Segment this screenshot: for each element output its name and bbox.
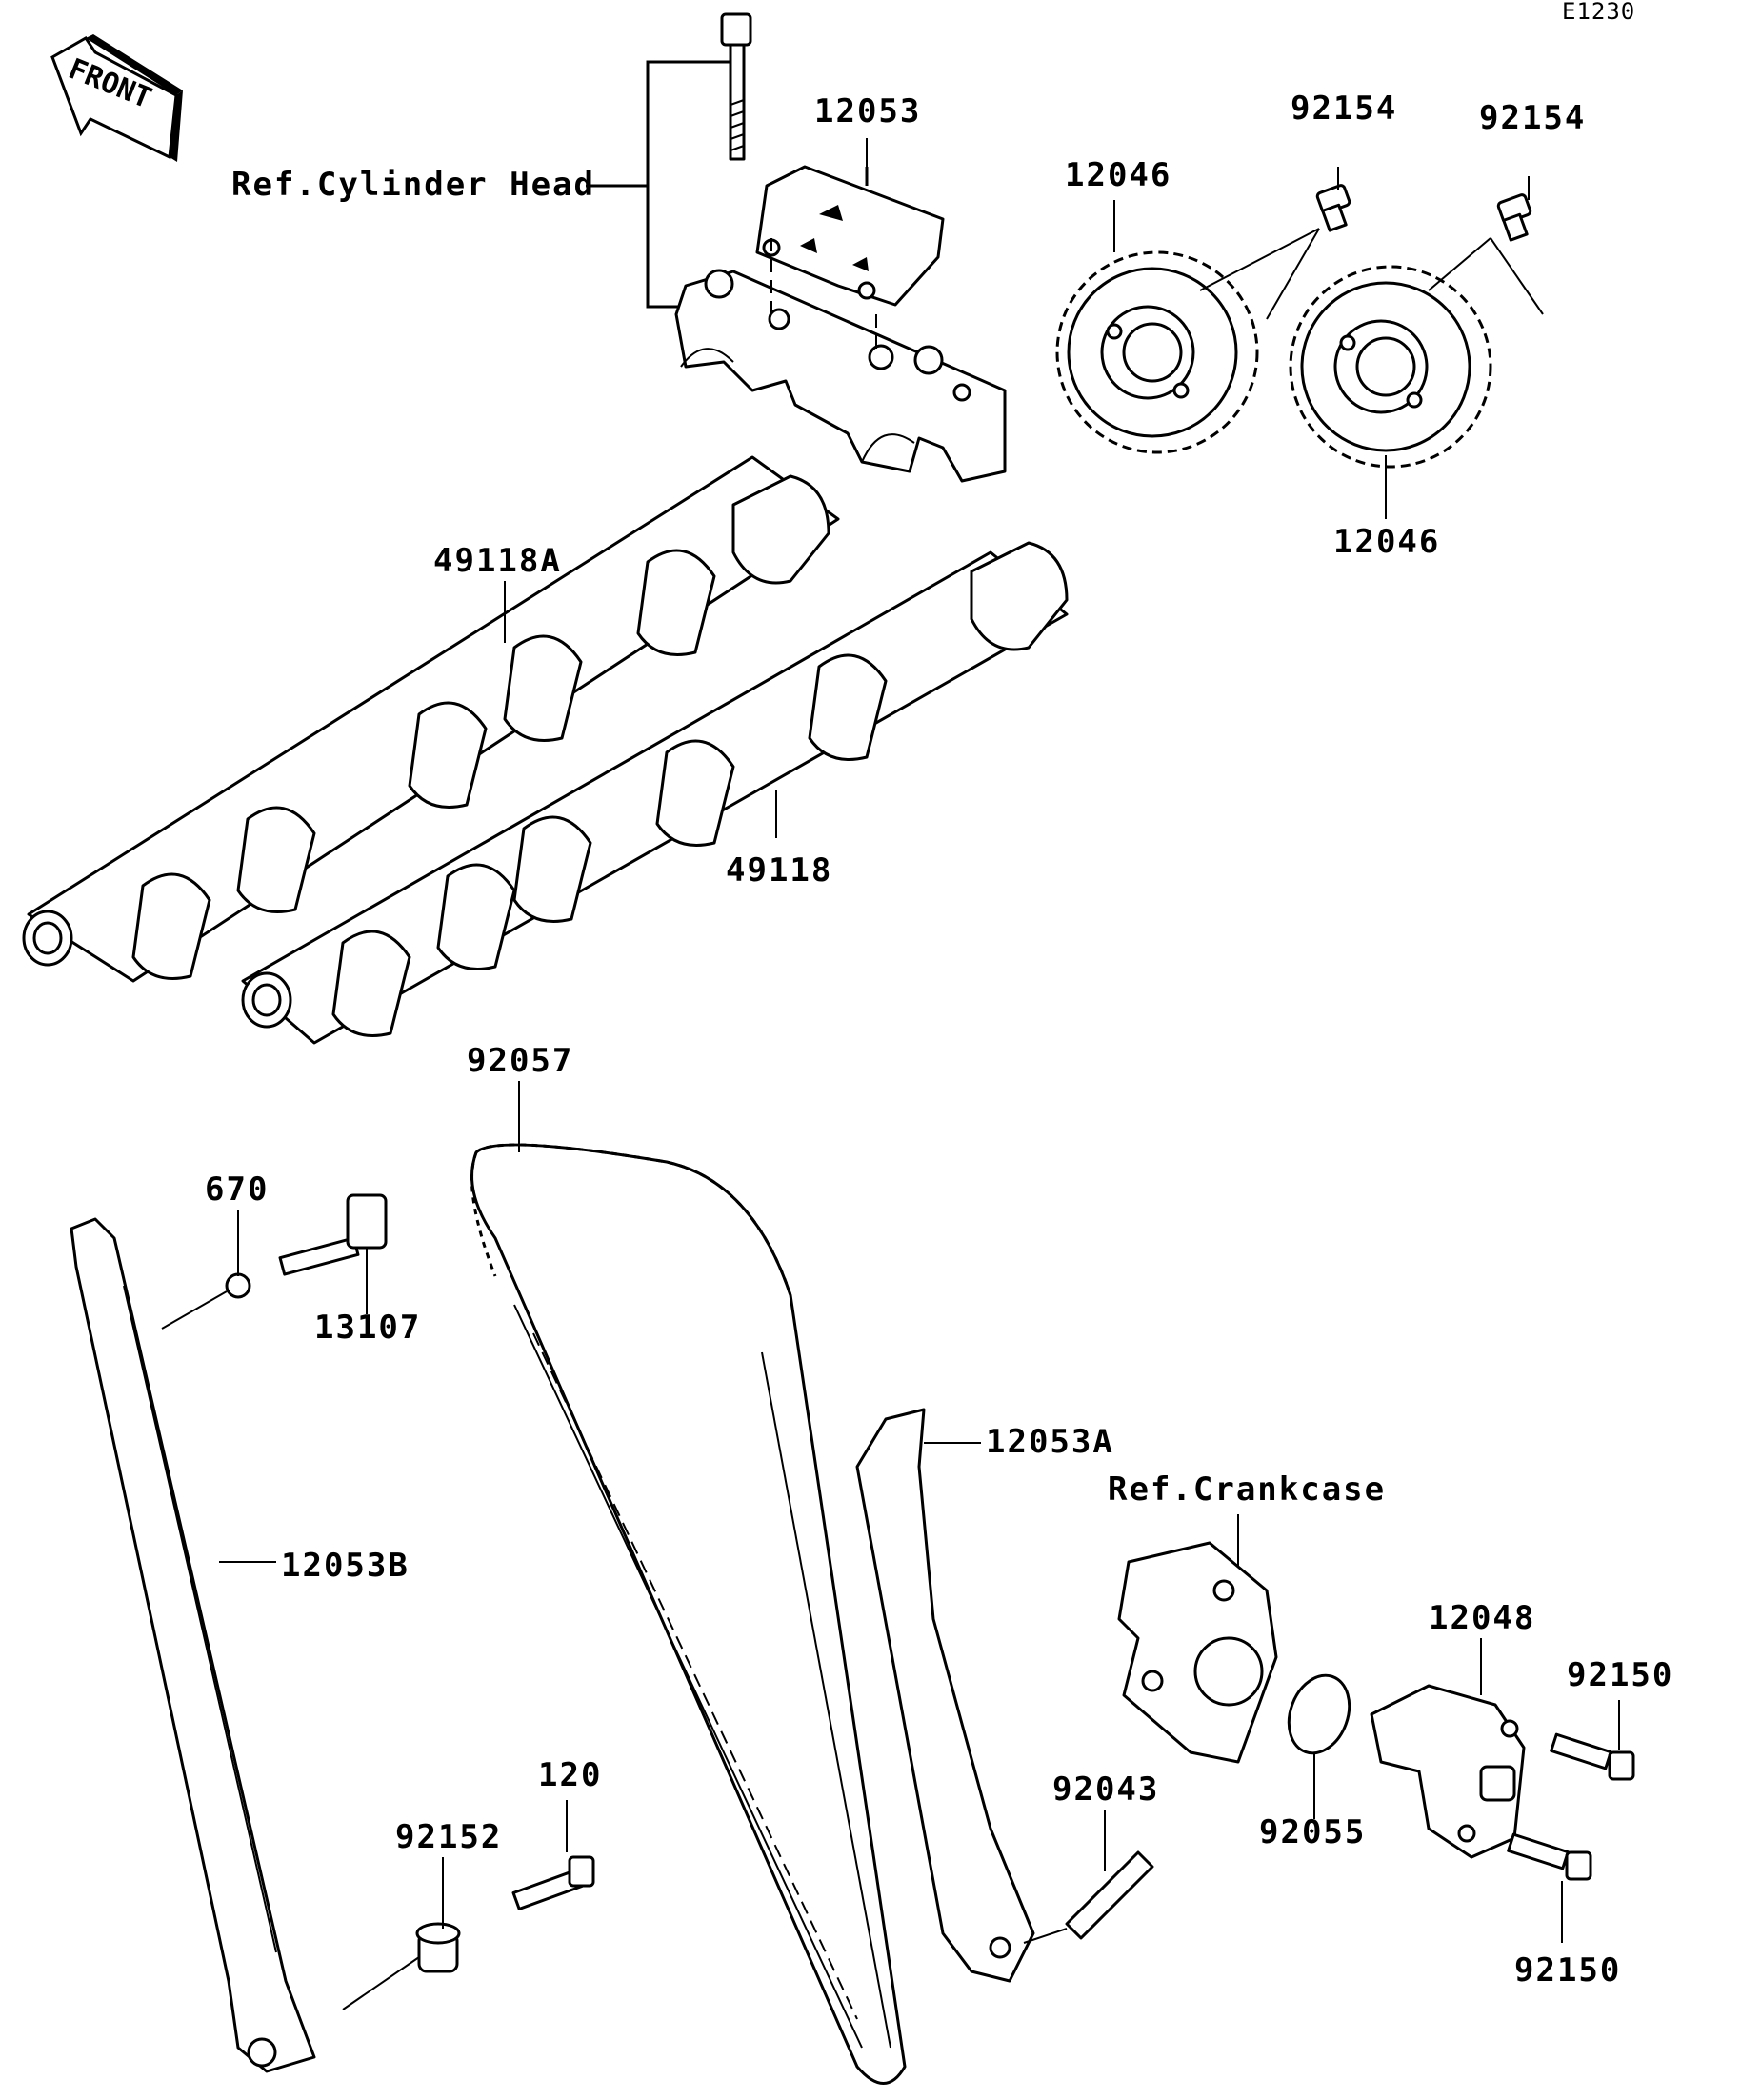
- label-92150-a: 92150: [1567, 1656, 1673, 1694]
- label-12053B: 12053B: [281, 1547, 410, 1585]
- label-13107: 13107: [314, 1309, 421, 1347]
- bolt-92150-b: [1507, 1832, 1592, 1881]
- label-12053A: 12053A: [986, 1423, 1114, 1461]
- label-12046-top: 12046: [1065, 156, 1171, 194]
- crankcase-section: [1117, 1541, 1278, 1764]
- label-12048: 12048: [1429, 1599, 1535, 1637]
- bolt-92150-a: [1550, 1732, 1635, 1781]
- chain-guide-12053A: [855, 1408, 1035, 1983]
- diagram-code: E1230: [1562, 0, 1635, 25]
- label-92043: 92043: [1052, 1770, 1159, 1809]
- camshaft-49118: [241, 541, 1069, 1045]
- label-12046-bottom: 12046: [1333, 523, 1440, 561]
- label-49118A: 49118A: [433, 542, 562, 580]
- bolt-120: [511, 1855, 595, 1910]
- dowel-92043: [1065, 1850, 1154, 1940]
- front-arrow-icon: FRONT: [50, 34, 183, 162]
- sprocket-bolt-b: [1496, 193, 1532, 242]
- pivot-bolt-13107: [278, 1193, 388, 1276]
- sprocket-right: [1289, 265, 1492, 469]
- label-12053: 12053: [814, 92, 921, 130]
- gasket-92055: [1287, 1673, 1351, 1755]
- label-92057: 92057: [467, 1042, 573, 1080]
- ref-crankcase-label: Ref.Crankcase: [1108, 1470, 1386, 1509]
- camshaft-49118A: [22, 455, 840, 983]
- label-92150-b: 92150: [1514, 1951, 1621, 1990]
- label-92154-b: 92154: [1479, 99, 1586, 137]
- cam-cap-bolt: [720, 12, 752, 161]
- part-12053-upper-chain-guide: [755, 165, 945, 307]
- label-92154-a: 92154: [1291, 90, 1397, 128]
- label-49118: 49118: [726, 851, 832, 890]
- cam-cap: [674, 238, 1007, 483]
- label-120: 120: [538, 1756, 602, 1794]
- sprocket-left: [1055, 250, 1259, 454]
- label-92055: 92055: [1259, 1813, 1366, 1851]
- label-670: 670: [205, 1170, 269, 1209]
- ref-cylinder-head-label: Ref.Cylinder Head: [231, 166, 595, 204]
- chain-guide-12053B: [70, 1217, 316, 2073]
- cylinder-head-ref-group: Ref.Cylinder Head 12053: [231, 12, 1007, 483]
- timing-chain-92057: [470, 1143, 907, 2085]
- label-92152: 92152: [395, 1818, 502, 1856]
- sprocket-bolt-a: [1315, 184, 1351, 232]
- o-ring-670: [225, 1272, 251, 1299]
- collar-92152: [415, 1922, 461, 1973]
- chain-tensioner-12048: [1370, 1684, 1526, 1859]
